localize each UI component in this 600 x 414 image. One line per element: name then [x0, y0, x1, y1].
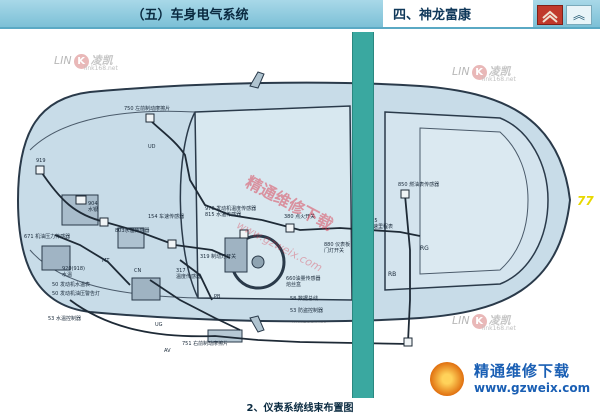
label-319: 319 制动灯开关: [200, 253, 236, 260]
site-logo-icon: [430, 362, 464, 396]
label-380: 380 点火开关: [284, 213, 315, 220]
windshield-line: [179, 111, 199, 299]
stamp-title: 精通维修下载: [474, 362, 571, 380]
label-880-sub: 门灯开关: [324, 247, 344, 254]
scroll-up-button[interactable]: ︽: [566, 5, 592, 25]
rear-window-outline: [419, 127, 529, 275]
label-904: 904: [88, 201, 98, 207]
label-660: 660油量传感器: [286, 275, 321, 282]
relay-box: [117, 227, 145, 249]
stamp-url: www.gzweix.com: [474, 381, 591, 395]
label-50b: 50 发动机油压警告灯: [52, 290, 100, 297]
vertical-divider-bar: [352, 32, 374, 398]
label-53: 53 水温控制器: [48, 315, 81, 322]
label-317-sub: 温度传感器: [176, 273, 201, 280]
label-920: 920(918): [62, 266, 85, 272]
coolant-unit: [41, 245, 71, 271]
label-920-sub: 水温: [62, 271, 72, 278]
label-904-sub: 水银: [88, 206, 98, 213]
label-58: 58 数据总线: [290, 295, 318, 302]
figure-caption: 2、仪表系统线束布置图: [246, 403, 354, 414]
label-880: 880 仪表板: [324, 241, 350, 248]
label-317: 317: [176, 268, 186, 274]
left-mirror: [249, 71, 265, 89]
label-ud: UD: [148, 144, 156, 150]
page-number: 77: [577, 194, 594, 208]
connectors: [35, 113, 413, 347]
site-stamp: 精通维修下载 www.gzweix.com: [430, 358, 600, 398]
label-rb: RB: [388, 271, 396, 278]
label-815: 815 水温传感器: [205, 211, 241, 218]
brand-logo-button[interactable]: [537, 5, 563, 25]
label-975-sub: 车速里程表: [368, 223, 393, 230]
label-av: AV: [164, 348, 171, 354]
chapter-title: 四、神龙富康: [383, 0, 533, 27]
label-803: 803水温传感器: [115, 227, 150, 234]
label-154: 154 车速传感器: [148, 213, 184, 220]
label-671: 671 机油压力传感器: [24, 233, 70, 240]
label-cn: CN: [134, 268, 141, 274]
page-header: （五）车身电气系统 四、神龙富康 ︽: [0, 0, 600, 29]
label-850: 850 燃油表传感器: [398, 181, 439, 188]
label-750: 750 左前制动摩擦片: [124, 105, 170, 112]
section-title: （五）车身电气系统: [131, 8, 249, 23]
label-mt: MT: [102, 258, 110, 264]
label-751: 751 右前制动摩擦片: [182, 340, 228, 347]
label-660-sub: 熔丝盒: [286, 281, 301, 288]
label-53b: 53 防盗控制器: [290, 307, 323, 314]
label-rg: RG: [420, 245, 429, 252]
label-919: 919: [36, 158, 46, 164]
label-50a: 50 发动机水温表: [52, 281, 90, 288]
double-chevron-up-icon: ︽: [572, 8, 585, 22]
battery: [131, 277, 161, 301]
steering-hub: [251, 255, 265, 269]
label-ug: UG: [155, 322, 163, 328]
label-970: 970 发动机温度传感器: [205, 205, 256, 212]
double-chevron-logo-icon: [542, 10, 558, 23]
right-mirror: [249, 315, 265, 333]
hood-line: [29, 110, 196, 151]
label-pb: PB: [214, 294, 221, 300]
harness-wires: [39, 119, 421, 345]
